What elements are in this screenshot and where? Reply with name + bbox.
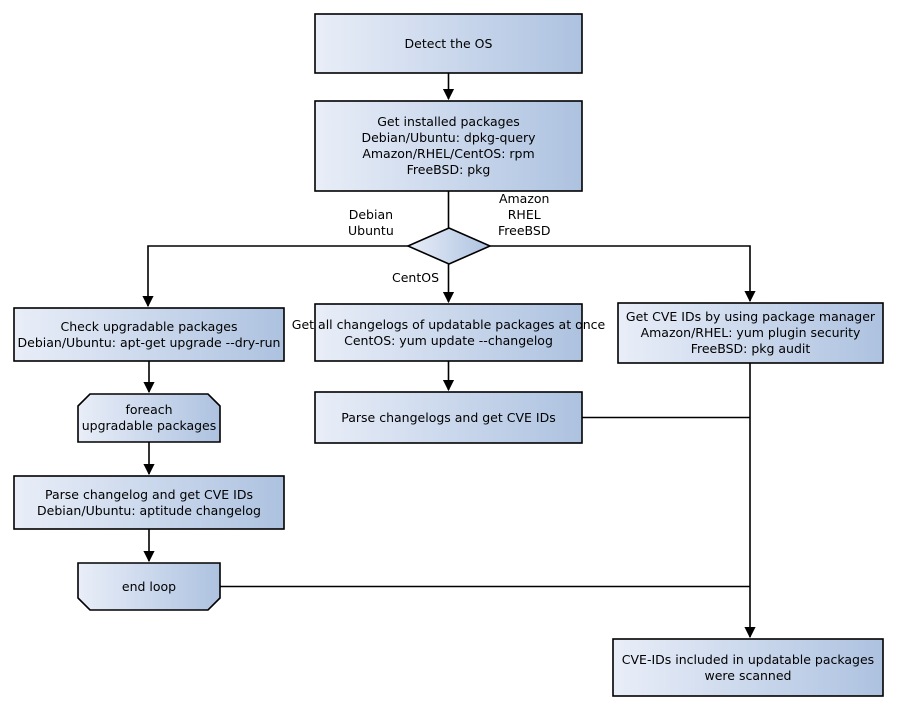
node-check-upgradable-packages[interactable] — [13, 307, 285, 362]
node-get-all-changelogs[interactable] — [314, 303, 583, 362]
node-parse-changelog-cve-debian[interactable] — [13, 475, 285, 530]
node-end-loop[interactable] — [77, 562, 221, 611]
node-parse-changelogs-cve[interactable] — [314, 391, 583, 444]
node-get-cve-ids-package-manager[interactable] — [617, 302, 884, 364]
node-foreach-loop-start[interactable] — [77, 393, 221, 443]
node-detect-os[interactable] — [314, 13, 583, 74]
node-scan-complete[interactable] — [612, 638, 884, 697]
edge-decision-to-cve-pkgmgr — [490, 245, 756, 303]
edges-layer — [142, 73, 756, 639]
nodes-layer — [13, 13, 884, 697]
node-os-decision[interactable] — [406, 227, 492, 265]
node-get-installed-packages[interactable] — [314, 100, 583, 192]
label-branch-centos: CentOS — [392, 270, 440, 285]
edge-decision-to-check-upgradable — [142, 245, 408, 308]
